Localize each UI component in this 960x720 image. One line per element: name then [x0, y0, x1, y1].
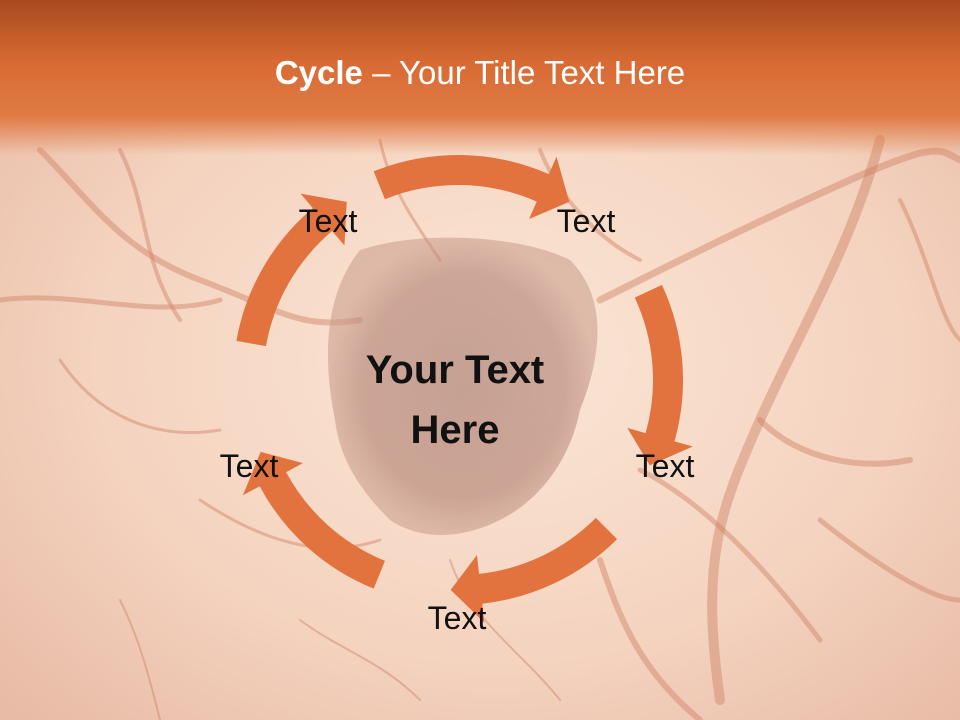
cycle-arrows	[236, 155, 693, 623]
arrow-bottom-left	[242, 451, 385, 589]
arrow-right	[627, 284, 693, 466]
arrow-left	[236, 193, 347, 347]
node-label-left: Text	[219, 448, 279, 484]
node-label-right: Text	[635, 448, 695, 484]
node-label-bottom: Text	[427, 600, 487, 636]
title-rest: – Your Title Text Here	[362, 54, 686, 91]
tumor-cell	[327, 237, 598, 535]
arrow-bottom-right	[450, 517, 618, 623]
title-band	[0, 0, 960, 155]
center-text: Your Text Here	[365, 348, 545, 452]
node-label-top-right: Text	[556, 203, 616, 239]
slide-title: Cycle – Your Title Text Here	[0, 54, 960, 92]
title-strong: Cycle	[274, 54, 363, 91]
arrow-top	[373, 155, 570, 219]
node-label-top-left: Text	[298, 203, 358, 239]
